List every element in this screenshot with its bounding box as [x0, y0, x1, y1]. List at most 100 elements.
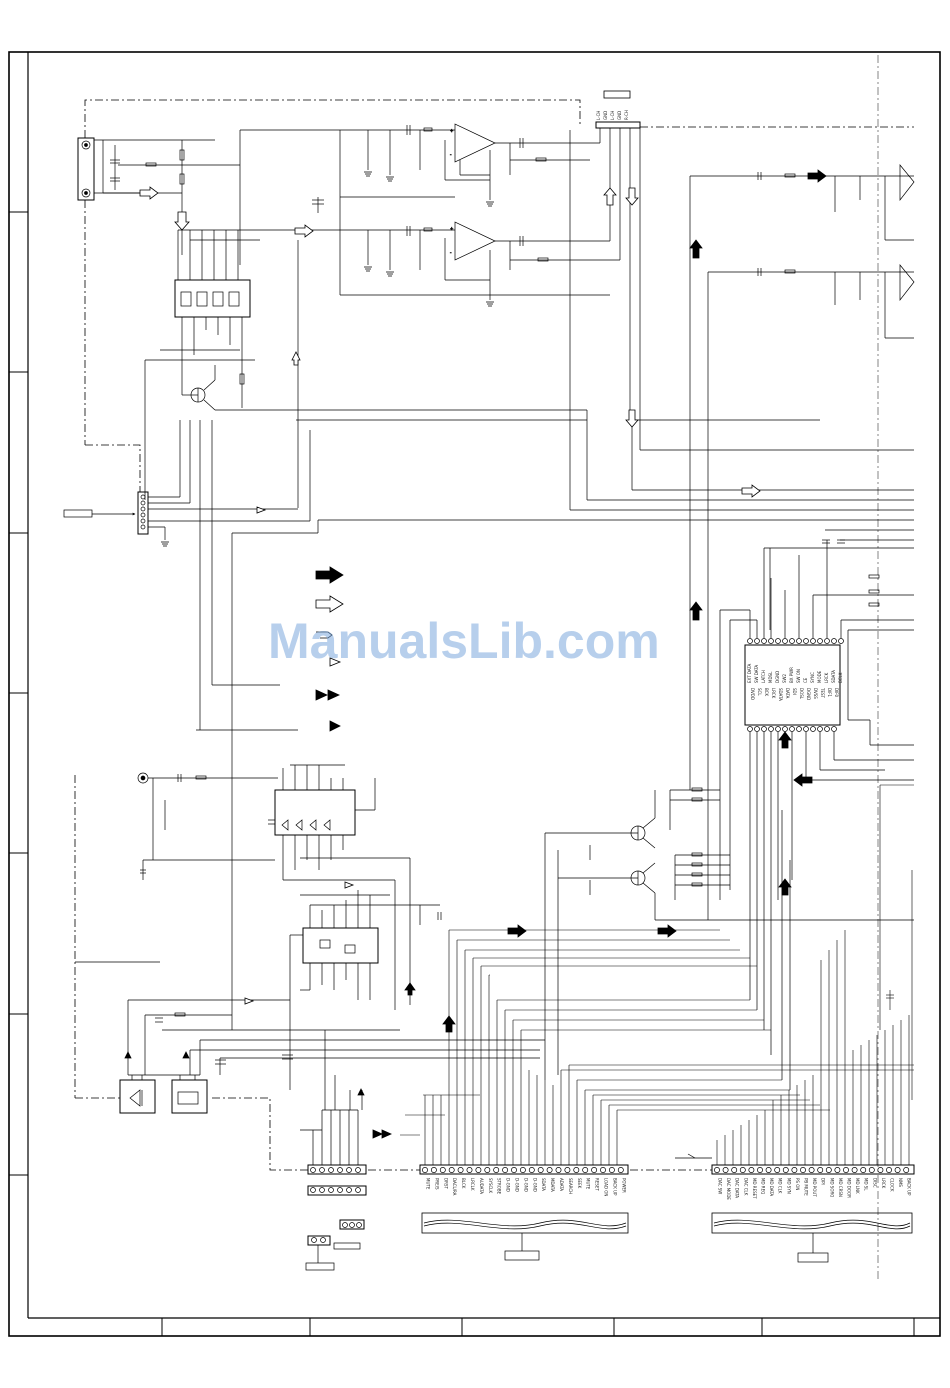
left-connector: [63, 420, 914, 1030]
ic-pin-label: CE: [803, 677, 808, 683]
main-ic-pins-bottom: [747, 726, 837, 732]
connector-pin: [843, 1167, 849, 1173]
pin-label: LRCLK: [470, 1178, 475, 1191]
connector-pin: [748, 1167, 755, 1173]
connector-pin: [722, 1167, 729, 1173]
connector-pin: [555, 1167, 562, 1173]
pin-label: DISC: [872, 1178, 877, 1188]
main-ic: [719, 539, 914, 1055]
svg-text:GND: GND: [603, 111, 608, 120]
connector-pin: [731, 1167, 738, 1173]
watermark: ManualsLib.com: [268, 613, 660, 669]
pin-label: AUDATA: [479, 1178, 484, 1194]
connector-pin: [591, 1167, 598, 1173]
main-ic-pins-top: [747, 638, 844, 644]
pin-label: NMS: [898, 1178, 903, 1187]
ic-pin-label: BCLK: [838, 672, 843, 683]
legend-audio-signal-icon: [316, 631, 333, 639]
pin-label: MD SORG: [829, 1178, 834, 1197]
pin-label: PS ON: [795, 1178, 800, 1190]
pin-label: PRE/S: [434, 1178, 439, 1190]
pin-label: D-GND: [523, 1178, 528, 1192]
pin-label: DAC SW: [718, 1178, 723, 1194]
ic-pin-label: TEST: [820, 687, 825, 699]
pin-label: MD SL: [864, 1178, 869, 1191]
connector-pin: [546, 1167, 553, 1173]
connector-pin: [537, 1167, 544, 1173]
pin-label: MD SYN: [786, 1178, 791, 1194]
pin-label: MD REQ: [761, 1178, 766, 1194]
svg-text:-: -: [450, 152, 452, 157]
ic-pin-label: SDATA: [831, 670, 836, 683]
data-bus-right: [716, 784, 914, 1165]
pin-label: STROBE: [497, 1178, 502, 1195]
pin-label: MD CLK: [778, 1178, 783, 1194]
connector-pin: [860, 1167, 867, 1173]
connector-pin: [573, 1167, 580, 1173]
ic-pin-label: SYNC: [810, 672, 815, 683]
ic-pin-label: BX PWR: [789, 667, 794, 683]
ic-pin-label: SDATA: [778, 688, 783, 701]
connector-pin: [774, 1167, 781, 1173]
ic-pin-label: SCL: [757, 688, 762, 696]
connector-pin: [808, 1167, 815, 1173]
pin-label: D-GND: [532, 1178, 537, 1192]
connector-pin: [484, 1167, 491, 1173]
pin-label: D-GND: [506, 1178, 511, 1192]
amplifier-section: +- +-: [77, 90, 820, 421]
ic-pin-label: LRCK: [771, 688, 776, 699]
connector-pin: [868, 1167, 875, 1173]
connector-pin: [466, 1167, 473, 1173]
pin-label: D-GND: [515, 1178, 520, 1192]
pin-label: DPI: [821, 1178, 826, 1185]
pin-label: MD DATA: [769, 1178, 774, 1196]
pin-label: DACL/RA: [452, 1178, 457, 1196]
connector-pin: [800, 1167, 806, 1173]
pin-label: ADATA: [559, 1178, 564, 1191]
svg-text:+: +: [450, 226, 453, 231]
ic-pin-label: DATA: [785, 688, 790, 699]
ic-pin-label: LATCH: [761, 670, 766, 683]
ic-pin-label: MODE: [817, 670, 822, 683]
connector-pin: [791, 1167, 798, 1173]
ic-pin-label: EXT DATA: [747, 664, 752, 683]
svg-text:R-CH: R-CH: [624, 110, 629, 120]
pin-label: PB MUTE: [804, 1178, 809, 1196]
audio-input-section: [75, 764, 545, 1114]
pin-label: LRCK: [881, 1178, 886, 1189]
bus-lines: [569, 128, 915, 920]
small-connector: [300, 1109, 367, 1271]
connector-pin: [519, 1167, 526, 1173]
pin-label: MD CRSN: [838, 1178, 843, 1197]
connector-pin: [765, 1167, 772, 1173]
connector-pin: [608, 1167, 615, 1173]
svg-text:L-CH: L-CH: [596, 111, 601, 120]
ic-pin-label: DOSL: [799, 688, 804, 700]
pin-label: SDATA: [541, 1178, 546, 1191]
connector-pin: [617, 1167, 624, 1173]
pin-label: SYSCLK: [488, 1178, 493, 1194]
connector-pin: [782, 1167, 789, 1173]
page-frame: [8, 51, 941, 1337]
ic-pin-label: DGND: [806, 688, 811, 700]
pin-label: RESET: [595, 1178, 600, 1191]
connector-pin: [714, 1167, 720, 1173]
connector-labels: L-CH GND L-CH GND R-CH: [596, 110, 629, 120]
pin-label: BLCK: [461, 1178, 466, 1189]
connector-pin: [582, 1167, 589, 1173]
connector-pin: [457, 1167, 464, 1173]
pin-label: DRST: [443, 1178, 448, 1189]
legend-digital-signal-icon: [315, 689, 328, 701]
ic-pin-label: DIF1: [827, 688, 832, 698]
bottom-left-connector-pins: MUTE PRE/S DRST DACL/RA BLCK LRCLK AUDATA SYSCL…: [422, 1167, 626, 1196]
signal-arrows: [124, 169, 827, 1139]
pin-label: MUTE: [586, 1178, 591, 1190]
connector-pin: [886, 1167, 892, 1173]
svg-text:GND: GND: [617, 111, 622, 120]
ic-pin-label: LRCK: [824, 672, 829, 683]
pin-label: MD LNK: [855, 1178, 860, 1194]
ic-pin-label: DVDD: [750, 688, 755, 700]
